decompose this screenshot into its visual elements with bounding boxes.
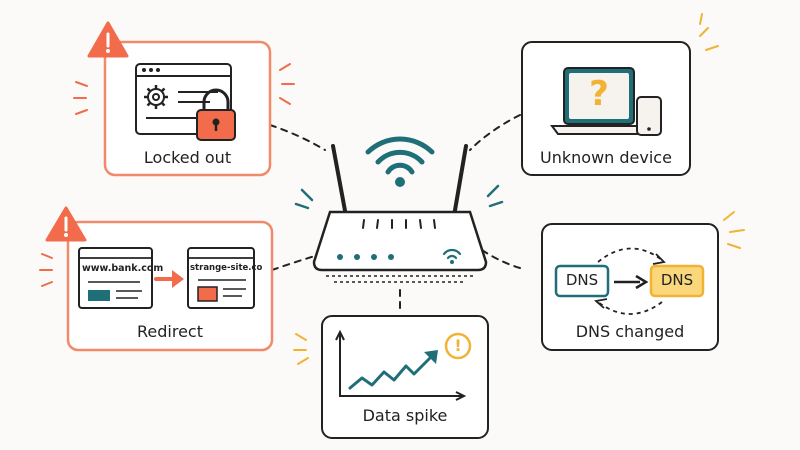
- connector-dns: [481, 249, 521, 269]
- label-unknown-device: Unknown device: [540, 148, 672, 167]
- alert-rays: [699, 13, 719, 51]
- card-unknown-device: [521, 13, 719, 176]
- browser-window-to: [187, 247, 255, 309]
- router-antenna-left: [331, 144, 348, 218]
- padlock-icon: [196, 88, 236, 141]
- dns-label-old: DNS: [565, 271, 599, 289]
- card-data-spike: [293, 315, 489, 439]
- wifi-signal-dot: [395, 177, 405, 187]
- alert-rays: [293, 333, 309, 365]
- router-body: [312, 210, 488, 272]
- laptop-icon: [550, 67, 648, 135]
- exclamation-mark-glyph: !: [454, 336, 462, 355]
- connectors: [269, 114, 521, 313]
- label-redirect: Redirect: [137, 322, 203, 341]
- label-dns-changed: DNS changed: [575, 322, 685, 341]
- router-status-lights: [337, 254, 394, 260]
- router-wifi-small-icon: [442, 248, 462, 260]
- card-dns-changed: [541, 211, 745, 351]
- warning-icon: [45, 206, 87, 242]
- url-strange-site: strange-site.co: [190, 263, 263, 273]
- wifi-signal-icon: [365, 136, 435, 175]
- arrow-right-icon: [614, 274, 649, 290]
- signal-rays: [294, 184, 504, 210]
- dns-label-new: DNS: [660, 271, 694, 289]
- browser-window-from: [78, 247, 153, 309]
- url-bank: www.bank.com: [82, 263, 164, 274]
- connector-unknown-device: [469, 114, 521, 151]
- phone-icon: [636, 96, 662, 136]
- warning-icon: [87, 21, 129, 58]
- label-data-spike: Data spike: [362, 406, 448, 425]
- alert-rays: [73, 63, 295, 115]
- router-antenna-right: [452, 144, 468, 218]
- trend-arrow-icon: [348, 350, 438, 390]
- alert-rays: [39, 253, 53, 287]
- alert-rays: [723, 211, 745, 249]
- dns-box-old: [554, 264, 610, 298]
- question-mark-icon: ?: [589, 74, 609, 114]
- connector-redirect: [271, 254, 319, 271]
- chart-axes: [335, 329, 467, 401]
- connector-locked-out: [269, 124, 326, 151]
- dns-box-new: [649, 264, 705, 298]
- arrow-right-icon: [154, 270, 184, 288]
- card-locked-out: [73, 21, 295, 177]
- card-redirect: [39, 206, 274, 352]
- exclamation-circle-icon: [444, 332, 472, 360]
- gear-icon: [144, 85, 168, 109]
- wifi-router-icon: [312, 144, 488, 283]
- label-locked-out: Locked out: [143, 148, 232, 167]
- dns-swap-arrows: [597, 247, 663, 315]
